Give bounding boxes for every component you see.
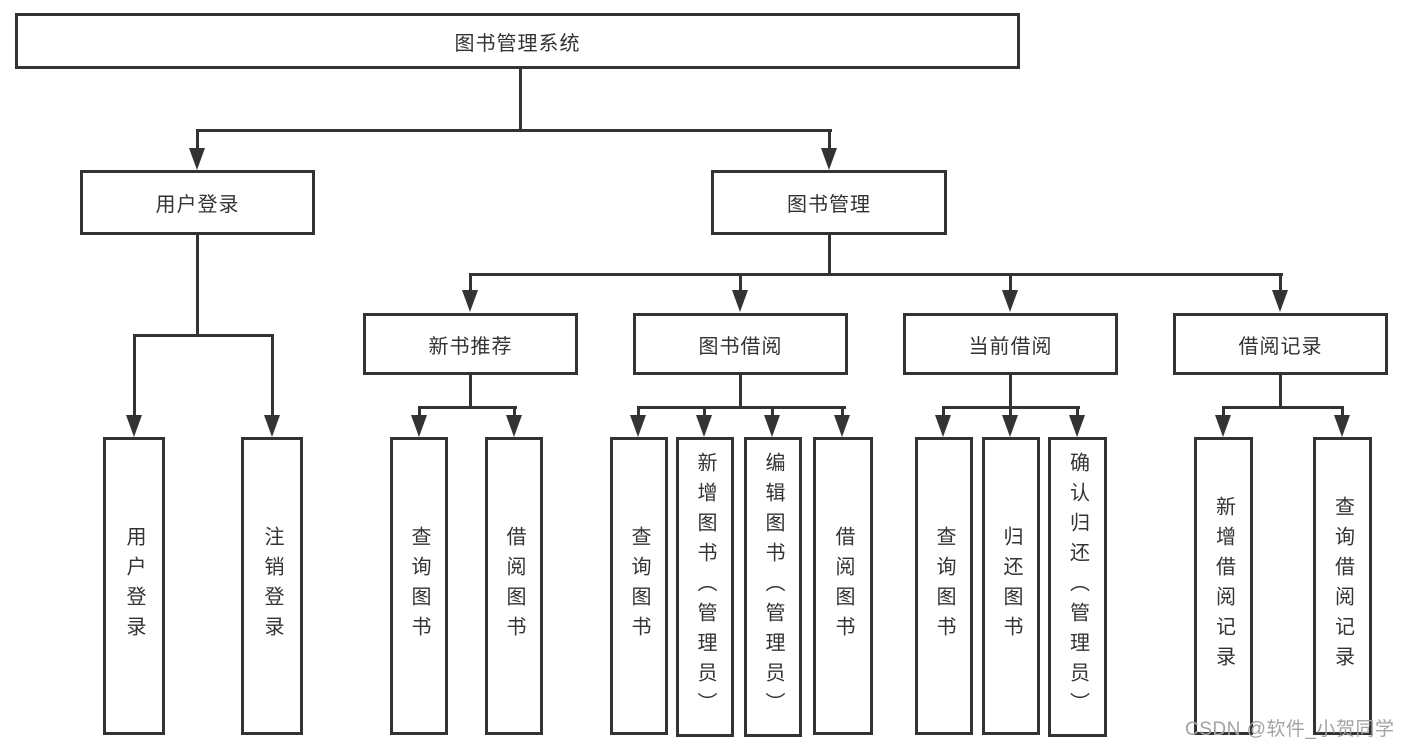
arrow-down-icon xyxy=(1272,290,1288,312)
node-borrow-record-label: 借阅记录 xyxy=(1238,335,1323,358)
node-user-login: 用户登录 xyxy=(80,170,315,235)
arrow-down-icon xyxy=(1069,415,1085,437)
arrow-down-icon xyxy=(764,415,780,437)
edge-user-login-branch xyxy=(133,334,274,337)
leaf-current-query: 查询图书 xyxy=(915,437,973,735)
edge-root-trunk xyxy=(519,69,522,131)
arrow-down-icon xyxy=(1215,415,1231,437)
node-book-management: 图书管理 xyxy=(711,170,947,235)
leaf-newbook-borrow: 借阅图书 xyxy=(485,437,543,735)
arrow-down-icon xyxy=(1002,290,1018,312)
edge-leaf-shaft xyxy=(1222,406,1225,418)
node-book-management-label: 图书管理 xyxy=(787,194,871,216)
edge-to-leaf-logout xyxy=(271,334,274,417)
edge-level2-branch xyxy=(196,129,832,132)
edge-leaf-shaft xyxy=(513,406,516,418)
leaf-record-query: 查询借阅记录 xyxy=(1313,437,1372,735)
edge-to-leaf-user-login xyxy=(133,334,136,417)
node-new-book-recommend: 新书推荐 xyxy=(363,313,578,375)
leaf-borrow-book: 借阅图书 xyxy=(813,437,873,735)
edge-to-borrow-record xyxy=(1279,273,1282,292)
edge-level3-branch xyxy=(469,273,1283,276)
node-book-borrow-label: 图书借阅 xyxy=(698,335,783,358)
arrow-down-icon xyxy=(1002,415,1018,437)
arrow-down-icon xyxy=(696,415,712,437)
edge-leaf-shaft xyxy=(1341,406,1344,418)
node-current-borrow-label: 当前借阅 xyxy=(968,335,1053,358)
leaf-logout: 注销登录 xyxy=(241,437,303,735)
edge-leaf-shaft xyxy=(418,406,421,418)
node-new-book-recommend-label: 新书推荐 xyxy=(428,335,513,358)
leaf-user-login: 用户登录 xyxy=(103,437,165,735)
edge-book-management-trunk xyxy=(828,235,831,275)
csdn-watermark: CSDN @软件_小贺同学 xyxy=(1185,719,1395,740)
edge-user-login-trunk xyxy=(196,235,199,337)
edge-to-user-login xyxy=(196,129,199,150)
leaf-borrow-query: 查询图书 xyxy=(610,437,668,735)
edge-new-book-branch xyxy=(418,406,517,409)
edge-to-book-management xyxy=(828,129,831,150)
arrow-down-icon xyxy=(126,415,142,437)
node-root: 图书管理系统 xyxy=(15,13,1020,69)
edge-book-borrow-branch xyxy=(637,406,846,409)
arrow-down-icon xyxy=(1334,415,1350,437)
leaf-current-return: 归还图书 xyxy=(982,437,1040,735)
node-root-label: 图书管理系统 xyxy=(454,32,581,55)
leaf-borrow-add-admin: 新增图书（管理员） xyxy=(676,437,734,737)
arrow-down-icon xyxy=(506,415,522,437)
edge-leaf-shaft xyxy=(703,406,706,418)
node-user-login-label: 用户登录 xyxy=(155,194,240,216)
arrow-down-icon xyxy=(821,148,837,170)
arrow-down-icon xyxy=(189,148,205,170)
edge-leaf-shaft xyxy=(637,406,640,418)
arrow-down-icon xyxy=(935,415,951,437)
arrow-down-icon xyxy=(732,290,748,312)
leaf-newbook-query: 查询图书 xyxy=(390,437,448,735)
arrow-down-icon xyxy=(630,415,646,437)
arrow-down-icon xyxy=(411,415,427,437)
edge-leaf-shaft xyxy=(942,406,945,418)
edge-borrow-record-trunk xyxy=(1279,375,1282,408)
arrow-down-icon xyxy=(462,290,478,312)
arrow-down-icon xyxy=(834,415,850,437)
edge-borrow-record-branch xyxy=(1222,406,1344,409)
arrow-down-icon xyxy=(264,415,280,437)
edge-leaf-shaft xyxy=(1009,406,1012,418)
edge-book-borrow-trunk xyxy=(739,375,742,408)
edge-new-book-trunk xyxy=(469,375,472,408)
edge-to-book-borrow xyxy=(739,273,742,292)
leaf-borrow-edit-admin: 编辑图书（管理员） xyxy=(744,437,802,737)
node-current-borrow: 当前借阅 xyxy=(903,313,1118,375)
edge-leaf-shaft xyxy=(841,406,844,418)
node-borrow-record: 借阅记录 xyxy=(1173,313,1388,375)
edge-leaf-shaft xyxy=(771,406,774,418)
edge-to-new-book xyxy=(469,273,472,292)
node-book-borrow: 图书借阅 xyxy=(633,313,848,375)
edge-leaf-shaft xyxy=(1076,406,1079,418)
edge-current-borrow-trunk xyxy=(1009,375,1012,408)
leaf-record-add: 新增借阅记录 xyxy=(1194,437,1253,735)
leaf-current-confirm-admin: 确认归还（管理员） xyxy=(1048,437,1107,737)
edge-to-current-borrow xyxy=(1009,273,1012,292)
